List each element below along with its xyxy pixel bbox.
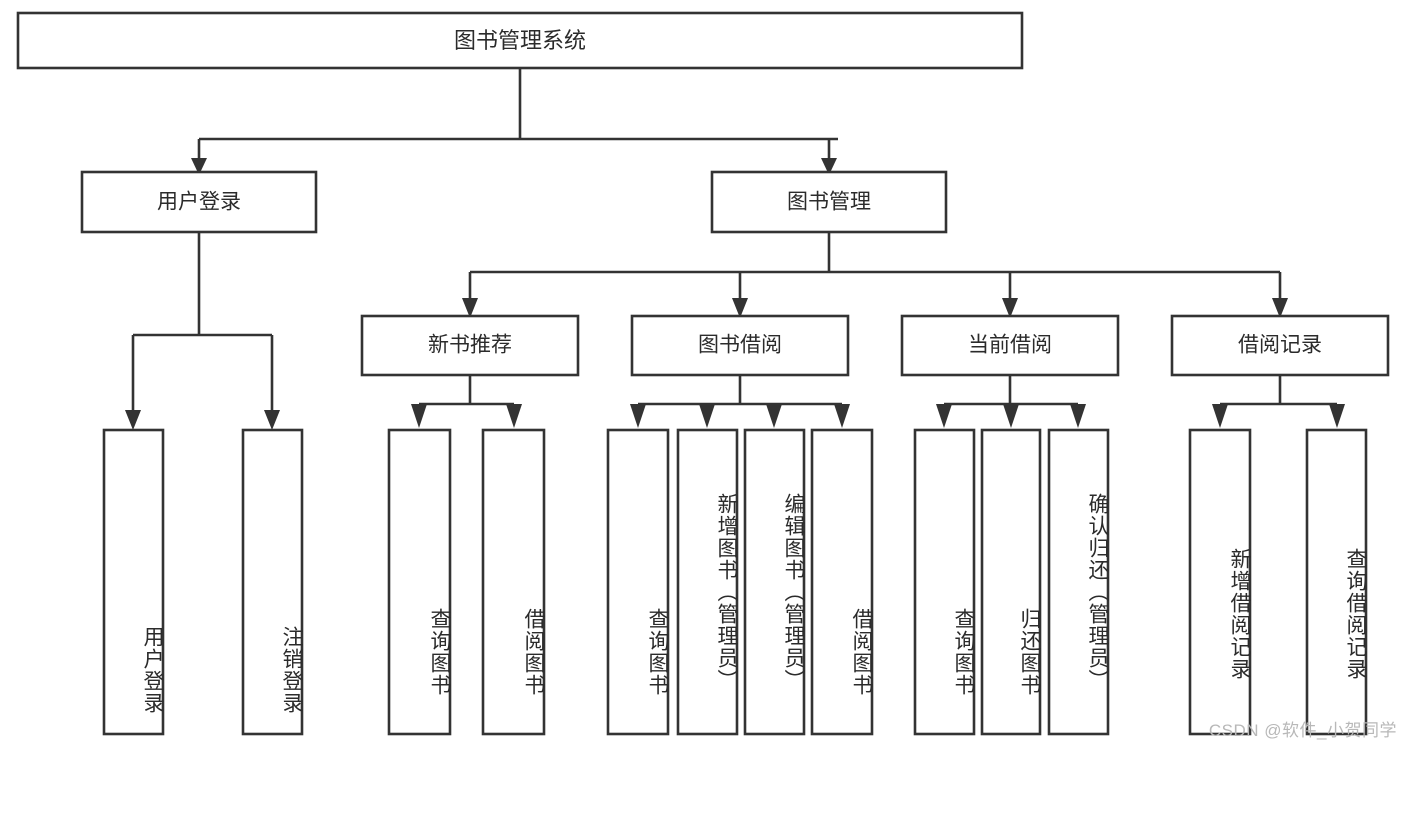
leaf-box-record-add[interactable] [1188, 428, 1252, 736]
node-user-login-label: 用户登录 [157, 191, 241, 214]
node-current-borrow-label: 当前借阅 [968, 334, 1052, 357]
connector-borrowrecord-to-leaves [1212, 375, 1345, 428]
connector-bookmgmt-to-level3 [462, 232, 1288, 318]
node-borrow-record[interactable] [1170, 314, 1390, 377]
connector-currentborrow-to-leaves [936, 375, 1086, 428]
leaf-box-record-query[interactable] [1305, 428, 1368, 736]
node-book-management[interactable] [710, 170, 948, 234]
node-user-login[interactable] [80, 170, 318, 234]
node-current-borrow[interactable] [900, 314, 1120, 377]
connector-bookborrow-to-leaves [630, 375, 850, 428]
node-book-borrow-label: 图书借阅 [698, 334, 782, 357]
flowchart-canvas: 图书管理系统 用户登录 图书管理 新书推荐 图书借阅 当前借阅 借阅记录 用户登… [16, 11, 1397, 740]
leaf-box-user-login[interactable] [102, 428, 165, 736]
leaf-box-newbook-query[interactable] [387, 428, 452, 736]
node-root[interactable] [16, 11, 1024, 70]
flowchart-svg: 图书管理系统 用户登录 图书管理 新书推荐 图书借阅 当前借阅 借阅记录 [16, 11, 1390, 736]
connector-newbook-to-leaves [411, 375, 522, 428]
leaf-box-borrow-add[interactable] [676, 428, 739, 736]
node-borrow-record-label: 借阅记录 [1238, 334, 1322, 357]
node-new-book-recommend[interactable] [360, 314, 580, 377]
leaf-box-borrow-edit[interactable] [743, 428, 806, 736]
connector-root-to-level2 [191, 68, 838, 175]
node-new-book-recommend-label: 新书推荐 [428, 334, 512, 357]
leaf-box-borrow-lend[interactable] [810, 428, 874, 736]
leaf-box-logout[interactable] [241, 428, 304, 736]
csdn-watermark: CSDN @软件_小贺同学 [1208, 721, 1397, 740]
leaf-box-current-query[interactable] [913, 428, 976, 736]
node-book-borrow[interactable] [630, 314, 850, 377]
leaf-box-current-confirm[interactable] [1047, 428, 1110, 736]
leaf-box-current-return[interactable] [980, 428, 1042, 736]
connector-userlogin-to-leaves [125, 232, 280, 430]
node-root-label: 图书管理系统 [454, 28, 586, 53]
leaf-box-borrow-query[interactable] [606, 428, 670, 736]
leaf-box-newbook-borrow[interactable] [481, 428, 546, 736]
node-book-management-label: 图书管理 [787, 191, 871, 214]
